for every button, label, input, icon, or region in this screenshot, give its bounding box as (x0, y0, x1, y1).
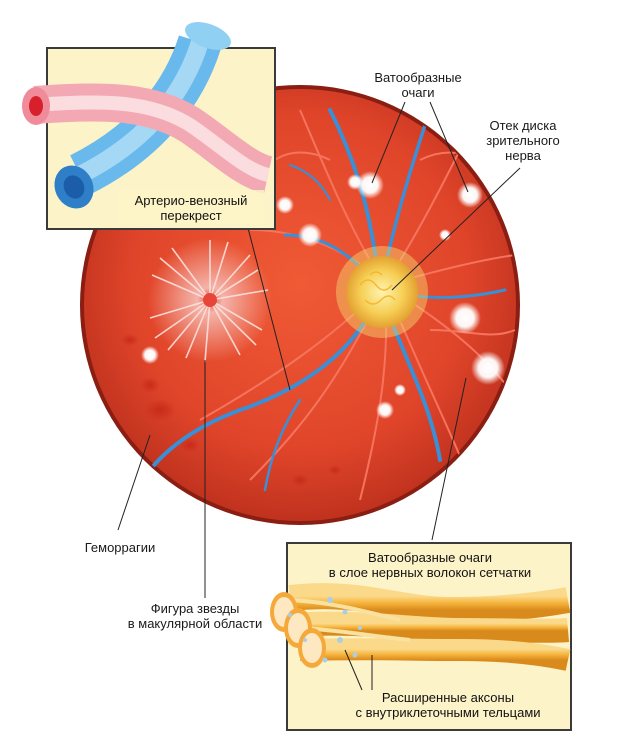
label-nerve-fiber-line1: Ватообразные очаги (368, 550, 492, 565)
av-crossing-panel (22, 22, 276, 230)
label-disc-edema-line1: Отек диска (489, 118, 557, 133)
label-cotton-wool-spots: Ватообразные очаги (370, 70, 466, 100)
label-cotton-wool-line2: очаги (401, 85, 435, 100)
hemorrhages (121, 334, 342, 486)
label-av-crossing-line2: перекрест (160, 208, 222, 223)
label-axons-line2: с внутриклеточными тельцами (355, 705, 541, 720)
label-dilated-axons: Расширенные аксоны с внутриклеточными те… (330, 690, 566, 720)
macular-star (148, 238, 272, 363)
leader-lines (117, 101, 521, 598)
retinal-veins (148, 108, 507, 492)
axon-fibers (288, 583, 571, 671)
label-cotton-wool-line1: Ватообразные (374, 70, 462, 85)
intracellular-bodies (288, 597, 362, 663)
cotton-wool-spots (141, 171, 505, 419)
label-av-crossing: Артерио-венозный перекрест (118, 193, 264, 223)
label-nerve-fiber-cotton-wool: Ватообразные очаги в слое нервных волоко… (300, 550, 560, 580)
label-macular-star-line1: Фигура звезды (150, 601, 240, 616)
label-disc-edema: Отек диска зрительного нерва (478, 118, 568, 163)
label-hemorrhages: Геморрагии (72, 540, 168, 555)
label-disc-edema-line3: нерва (505, 148, 541, 163)
nerve-fiber-panel (270, 542, 572, 731)
label-macular-star: Фигура звезды в макулярной области (120, 601, 270, 631)
label-hemorrhages-text: Геморрагии (84, 540, 156, 555)
label-axons-line1: Расширенные аксоны (381, 690, 515, 705)
label-disc-edema-line2: зрительного (486, 133, 560, 148)
optic-disc (336, 246, 428, 338)
label-macular-star-line2: в макулярной области (127, 616, 263, 631)
label-nerve-fiber-line2: в слое нервных волокон сетчатки (328, 565, 532, 580)
label-av-crossing-line1: Артерио-венозный (134, 193, 248, 208)
